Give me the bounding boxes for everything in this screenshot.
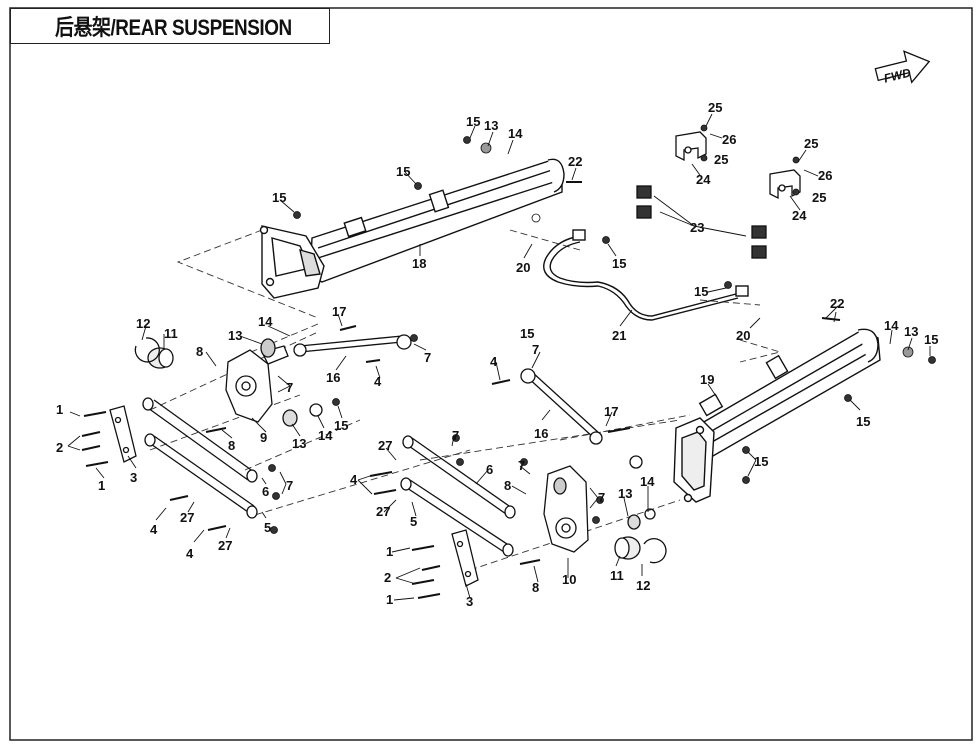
part-label: 16 (326, 370, 340, 385)
part-label: 8 (196, 344, 203, 359)
part-label: 8 (504, 478, 511, 493)
part-label: 15 (924, 332, 938, 347)
part-label: 24 (792, 208, 807, 223)
part-label: 27 (180, 510, 194, 525)
stabilizer-bar (543, 229, 749, 321)
part-label: 22 (830, 296, 844, 311)
stabilizer-mounts (636, 131, 801, 259)
forward-direction-text: FWD (882, 65, 912, 85)
part-label: 12 (136, 316, 150, 331)
part-label: 13 (484, 118, 498, 133)
part-label: 6 (486, 462, 493, 477)
part-label: 14 (508, 126, 523, 141)
part-label: 5 (264, 520, 271, 535)
part-label: 27 (376, 504, 390, 519)
part-label: 7 (286, 478, 293, 493)
dashed-reference-lines (149, 229, 782, 571)
part-label: 1 (386, 592, 393, 607)
part-label: 22 (568, 154, 582, 169)
part-label: 15 (272, 190, 286, 205)
part-label: 11 (164, 326, 178, 341)
part-label: 1 (386, 544, 393, 559)
part-label: 15 (396, 164, 410, 179)
part-label: 18 (412, 256, 426, 271)
part-label: 23 (690, 220, 704, 235)
part-label: 15 (334, 418, 348, 433)
part-label: 15 (520, 326, 534, 341)
part-label: 1 (98, 478, 105, 493)
part-label: 25 (812, 190, 826, 205)
part-label: 14 (258, 314, 273, 329)
part-labels: 1 1 1 1 2 2 3 3 4 4 4 4 4 5 5 6 6 7 7 7 … (56, 100, 938, 609)
part-label: 5 (410, 514, 417, 529)
part-label: 15 (754, 454, 768, 469)
right-knuckle (543, 455, 667, 564)
part-label: 2 (384, 570, 391, 585)
part-label: 12 (636, 578, 650, 593)
part-label: 11 (610, 568, 624, 583)
left-knuckle (134, 337, 323, 427)
bolts (81, 181, 841, 599)
part-label: 17 (332, 304, 346, 319)
part-label: 13 (228, 328, 242, 343)
part-label: 25 (804, 136, 818, 151)
page-title: 后悬架/REAR SUSPENSION (55, 15, 292, 40)
part-label: 7 (532, 342, 539, 357)
part-label: 15 (694, 284, 708, 299)
part-label: 4 (350, 472, 358, 487)
part-label: 25 (708, 100, 722, 115)
part-label: 4 (490, 354, 498, 369)
part-label: 4 (150, 522, 158, 537)
part-label: 13 (904, 324, 918, 339)
part-label: 14 (884, 318, 899, 333)
part-label: 24 (696, 172, 711, 187)
part-label: 2 (56, 440, 63, 455)
part-label: 14 (640, 474, 655, 489)
part-label: 14 (318, 428, 333, 443)
part-label: 25 (714, 152, 728, 167)
part-label: 27 (378, 438, 392, 453)
part-label: 26 (818, 168, 832, 183)
part-label: 9 (260, 430, 267, 445)
part-label: 15 (466, 114, 480, 129)
part-label: 13 (618, 486, 632, 501)
part-label: 7 (598, 490, 605, 505)
part-label: 7 (286, 380, 293, 395)
diagram-frame (9, 7, 973, 741)
left-lower-links (109, 334, 412, 519)
part-label: 21 (612, 328, 626, 343)
forward-direction-marker: FWD (874, 50, 931, 86)
right-lower-links (400, 368, 603, 587)
part-label: 6 (262, 484, 269, 499)
part-label: 7 (424, 350, 431, 365)
part-label: 8 (532, 580, 539, 595)
fasteners (268, 124, 936, 534)
part-label: 3 (466, 594, 473, 609)
part-label: 4 (374, 374, 382, 389)
left-trailing-arm (259, 158, 565, 299)
part-label: 1 (56, 402, 63, 417)
right-trailing-arm (673, 328, 881, 503)
part-label: 27 (218, 538, 232, 553)
part-label: 15 (612, 256, 626, 271)
part-label: 26 (722, 132, 736, 147)
part-label: 4 (186, 546, 194, 561)
part-label: 16 (534, 426, 548, 441)
part-label: 20 (736, 328, 750, 343)
part-label: 10 (562, 572, 576, 587)
part-label: 8 (228, 438, 235, 453)
part-label: 19 (700, 372, 714, 387)
part-label: 7 (452, 428, 459, 443)
part-label: 3 (130, 470, 137, 485)
title-box: 后悬架/REAR SUSPENSION (10, 8, 330, 44)
part-label: 7 (518, 458, 525, 473)
part-label: 20 (516, 260, 530, 275)
part-label: 15 (856, 414, 870, 429)
part-label: 17 (604, 404, 618, 419)
leader-lines (67, 113, 931, 601)
part-label: 13 (292, 436, 306, 451)
